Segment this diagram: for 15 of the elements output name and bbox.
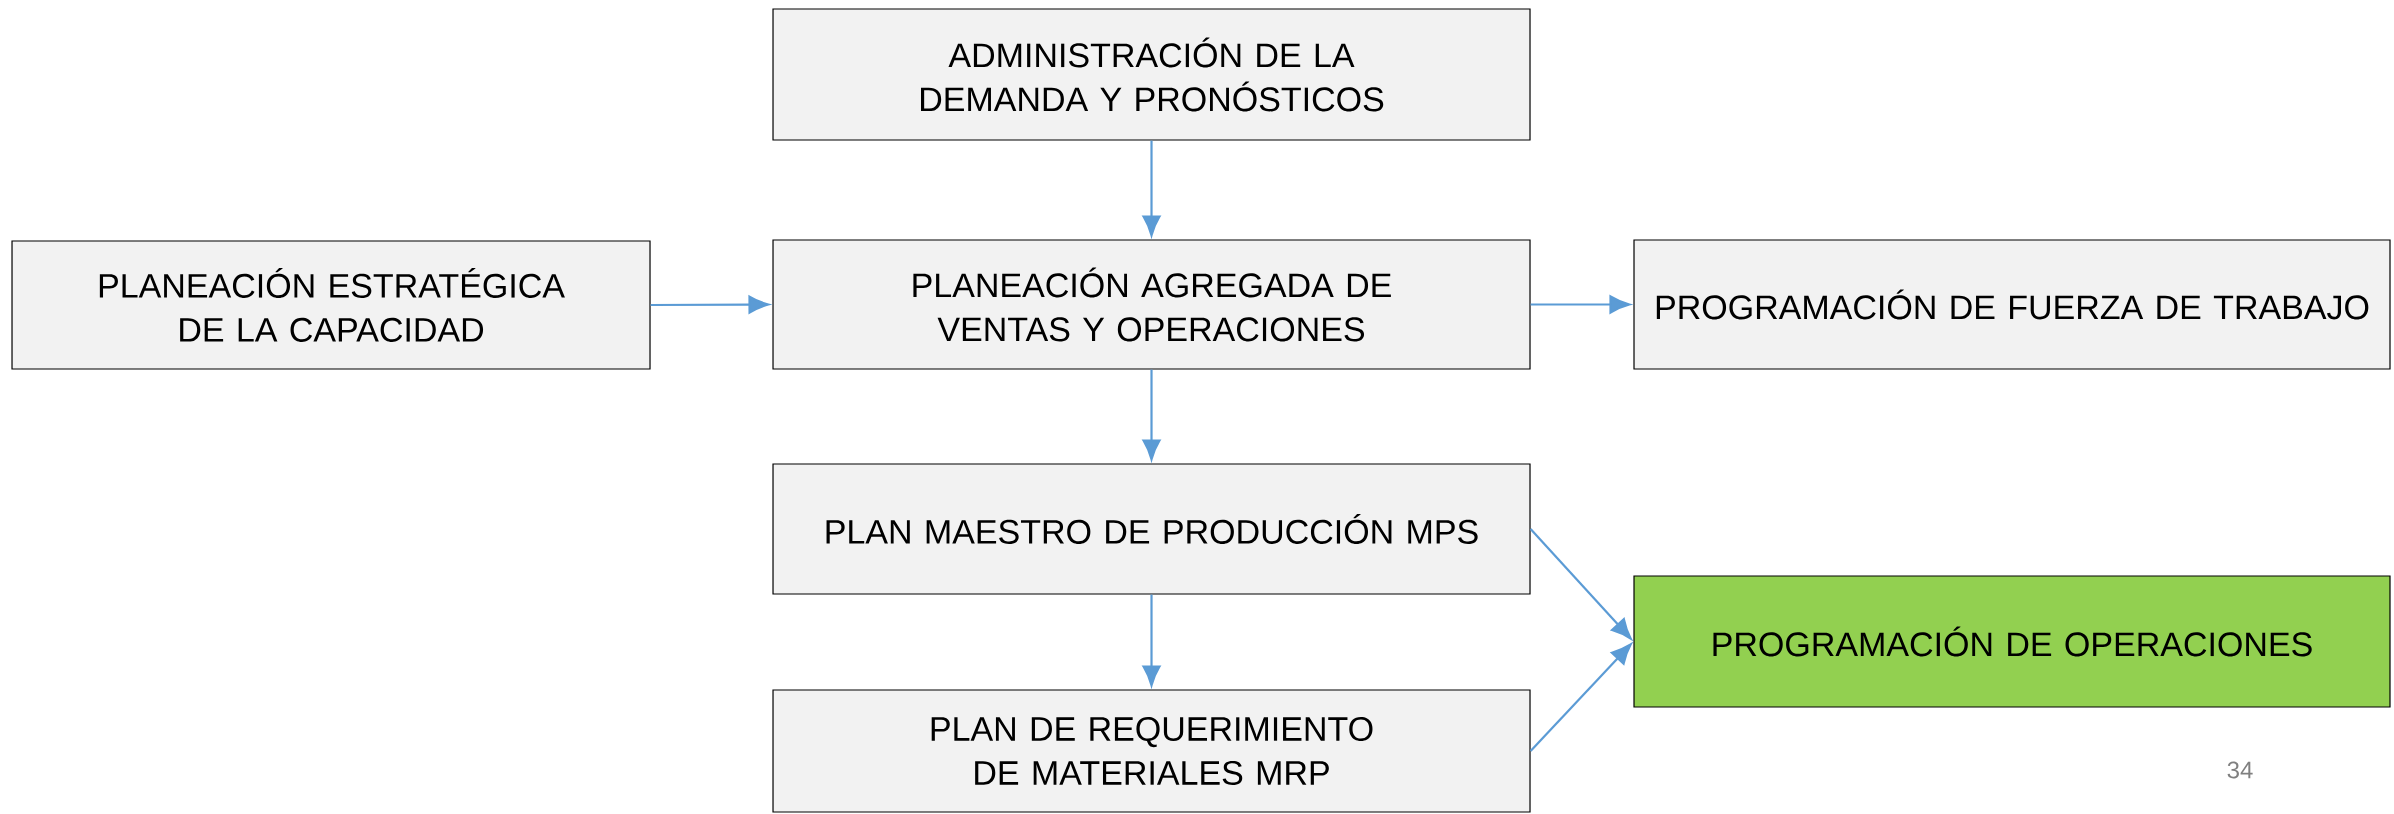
- process-box: ADMINISTRACIÓN DE LA DEMANDA Y PRONÓSTICOS: [772, 8, 1531, 141]
- arrow: [1529, 528, 1632, 640]
- process-box: PLAN DE REQUERIMIENTO DE MATERIALES MRP: [772, 689, 1531, 813]
- arrow: [1529, 643, 1632, 752]
- process-box: PROGRAMACIÓN DE FUERZA DE TRABAJO: [1633, 239, 2391, 370]
- process-box: PLAN MAESTRO DE PRODUCCIÓN MPS: [772, 463, 1531, 595]
- arrow: [650, 295, 770, 314]
- arrow: [1142, 140, 1161, 237]
- arrow: [1530, 295, 1631, 314]
- process-box: PLANEACIÓN AGREGADA DE VENTAS Y OPERACIONES: [772, 239, 1531, 370]
- process-box: PROGRAMACIÓN DE OPERACIONES: [1633, 575, 2391, 708]
- arrow: [1142, 369, 1161, 461]
- arrow: [1142, 594, 1161, 687]
- process-box: PLANEACIÓN ESTRATÉGICA DE LA CAPACIDAD: [11, 240, 651, 370]
- page-number: 34: [2227, 761, 2253, 779]
